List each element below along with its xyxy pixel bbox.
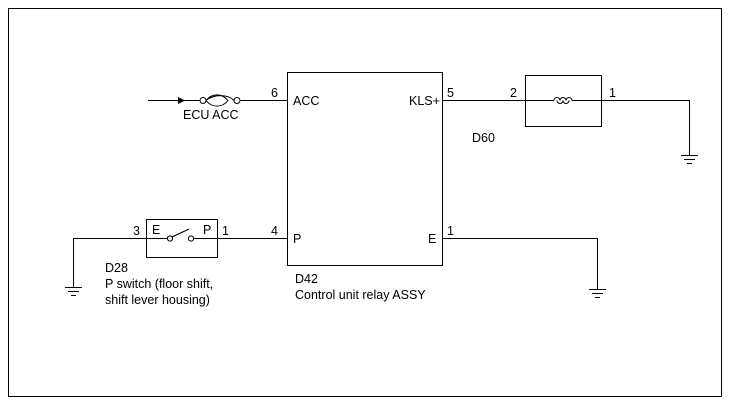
- d42-code-label: D42: [295, 272, 318, 286]
- d28-code-label: D28: [105, 261, 128, 275]
- d28-pin-e-number: 3: [133, 224, 140, 238]
- d42-pin-acc-name: ACC: [293, 94, 319, 108]
- fuse-icon: [199, 94, 241, 107]
- d42-pin-kls-number: 5: [447, 86, 454, 100]
- d42-pin-kls-name: KLS+: [409, 94, 440, 108]
- d42-pin-e-name: E: [428, 232, 436, 246]
- d42-pin-e-number: 1: [447, 224, 454, 238]
- wire-d60-to-ground: [601, 100, 690, 155]
- d28-description-line1: P switch (floor shift,: [105, 277, 213, 291]
- wire-d42-e-to-ground: [442, 238, 598, 289]
- coil-icon: [553, 97, 573, 104]
- d60-pin-in-number: 2: [510, 86, 517, 100]
- wire-d28-to-ground: [73, 238, 146, 287]
- d42-pin-acc-number: 6: [271, 86, 278, 100]
- d28-pin-p-name: P: [203, 223, 211, 237]
- d60-pin-out-number: 1: [609, 86, 616, 100]
- d28-pin-p-number: 1: [222, 224, 229, 238]
- d28-description-line2: shift lever housing): [105, 293, 210, 307]
- d42-description-label: Control unit relay ASSY: [295, 288, 426, 302]
- ecu-acc-line: [148, 94, 287, 107]
- ground-icon: [589, 289, 606, 298]
- d60-code-label: D60: [472, 131, 495, 145]
- d28-pin-e-name: E: [152, 223, 160, 237]
- arrow-icon: [178, 97, 185, 104]
- d42-pin-p-name: P: [293, 232, 301, 246]
- switch-icon: [166, 228, 195, 242]
- d42-pin-p-number: 4: [271, 224, 278, 238]
- ground-icon: [65, 287, 82, 296]
- ecu-acc-label: ECU ACC: [183, 108, 239, 122]
- diagram-frame: [8, 8, 722, 397]
- d42-relay-box: [287, 72, 443, 266]
- ground-icon: [681, 155, 698, 164]
